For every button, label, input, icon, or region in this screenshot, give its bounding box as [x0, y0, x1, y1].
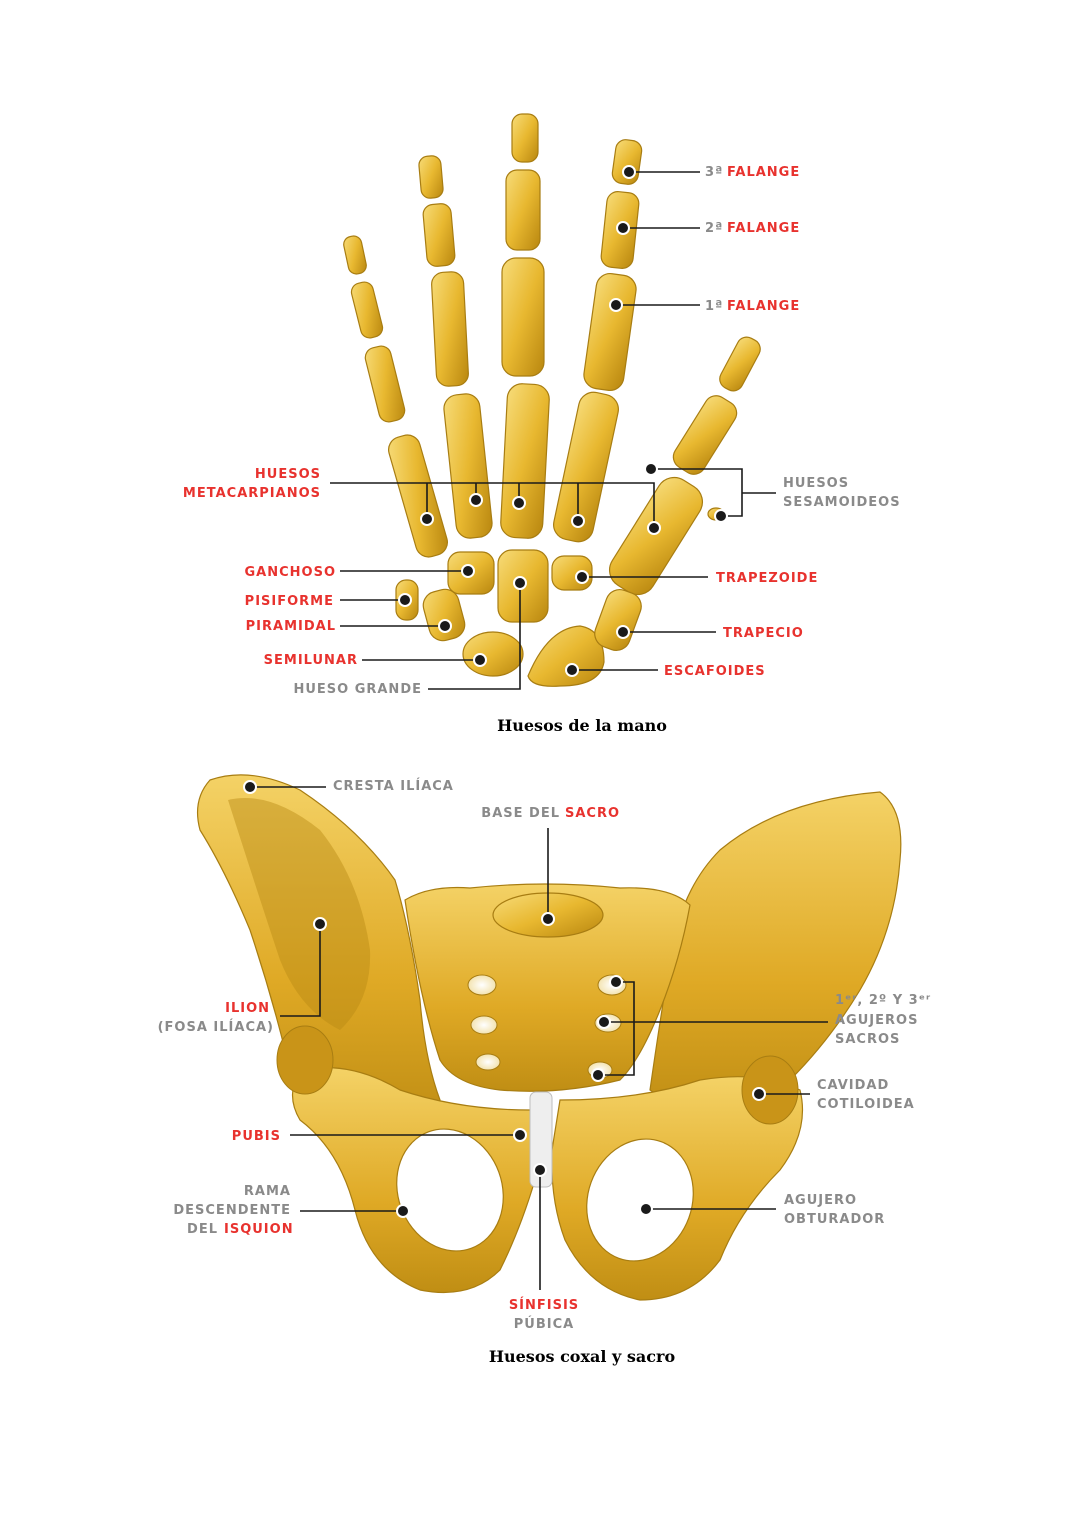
label-cresta-iliaca: CRESTA ILÍACA	[333, 778, 454, 794]
label-cavidad-2: COTILOIDEA	[817, 1097, 915, 1112]
label-cavidad-1: CAVIDAD	[817, 1078, 889, 1093]
label-pisiforme: PISIFORME	[245, 594, 334, 609]
label-agujeros-3: SACROS	[835, 1032, 900, 1047]
label-agujeros-2: AGUJEROS	[835, 1013, 918, 1028]
label-hueso-grande: HUESO GRANDE	[293, 682, 422, 697]
label-falange2: FALANGE	[727, 221, 800, 236]
thumb	[608, 336, 761, 596]
label-sinfisis-1: SÍNFISIS	[509, 1297, 579, 1313]
middle-finger	[500, 113, 550, 539]
label-rama-3a: DEL	[187, 1222, 218, 1237]
hand-caption: Huesos de la mano	[497, 716, 667, 735]
label-escafoides: ESCAFOIDES	[664, 664, 766, 679]
label-rama-3b: ISQUION	[224, 1222, 294, 1237]
label-piramidal: PIRAMIDAL	[246, 619, 336, 634]
label-sesamoideos-1: HUESOS	[783, 476, 849, 491]
label-ilion: ILION	[225, 1001, 270, 1016]
pelvis-caption: Huesos coxal y sacro	[489, 1347, 676, 1366]
pelvis-illustration	[197, 774, 902, 1301]
label-base-sacro-2: SACRO	[565, 806, 620, 821]
label-rama-1: RAMA	[244, 1184, 291, 1199]
label-agujero-obturador-2: OBTURADOR	[784, 1212, 885, 1227]
label-trapecio: TRAPECIO	[723, 626, 804, 641]
label-pubis: PUBIS	[232, 1129, 281, 1144]
label-sinfisis-2: PÚBICA	[514, 1316, 574, 1332]
little-finger	[343, 235, 448, 558]
label-ganchoso: GANCHOSO	[245, 565, 337, 580]
label-falange1-num: 1ª	[705, 299, 723, 314]
label-base-sacro-1: BASE DEL	[481, 806, 560, 821]
label-metacarpianos-1: HUESOS	[255, 467, 321, 482]
pelvis-leaders	[250, 786, 828, 1290]
hand-labels: 3ª FALANGE 2ª FALANGE 1ª FALANGE HUESOS …	[183, 165, 901, 697]
label-falange1: FALANGE	[727, 299, 800, 314]
hand-markers	[398, 165, 728, 677]
pelvis-labels: CRESTA ILÍACA BASE DEL SACRO ILION (FOSA…	[158, 778, 931, 1332]
label-falange2-num: 2ª	[705, 221, 723, 236]
label-metacarpianos-2: METACARPIANOS	[183, 486, 321, 501]
label-agujero-obturador-1: AGUJERO	[784, 1193, 857, 1208]
label-agujeros-1: 1ᵉʳ, 2º Y 3ᵉʳ	[835, 993, 931, 1008]
label-sesamoideos-2: SESAMOIDEOS	[783, 495, 901, 510]
label-falange3: FALANGE	[727, 165, 800, 180]
label-rama-2: DESCENDENTE	[173, 1203, 291, 1218]
label-falange3-num: 3ª	[705, 165, 723, 180]
label-trapezoide: TRAPEZOIDE	[716, 571, 818, 586]
label-semilunar: SEMILUNAR	[264, 653, 358, 668]
pelvis-markers	[243, 780, 766, 1218]
label-fosa-iliaca: (FOSA ILÍACA)	[158, 1019, 274, 1035]
